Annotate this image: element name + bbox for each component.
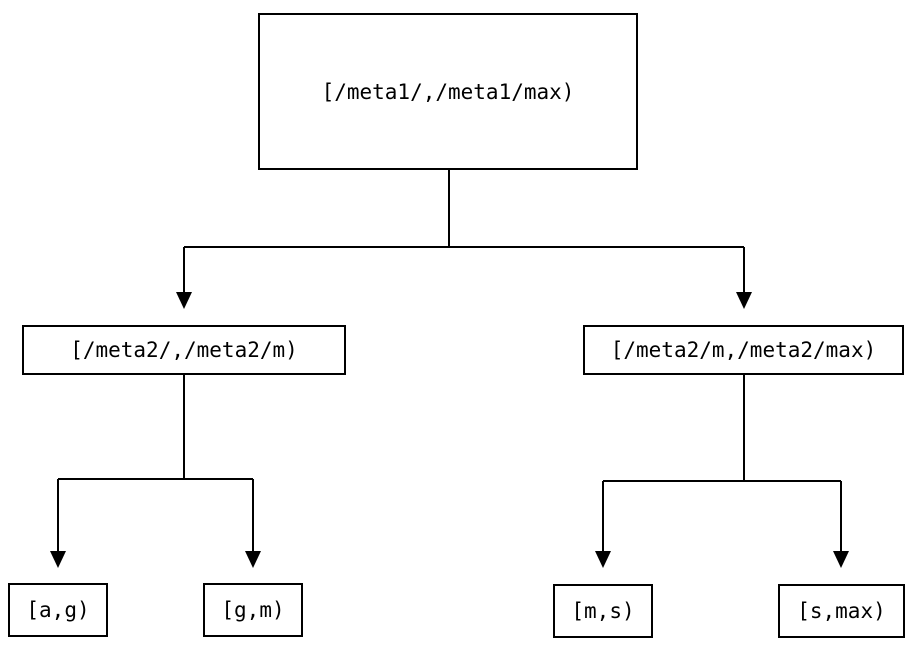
node-meta2-right-label: [/meta2/m,/meta2/max) bbox=[610, 338, 877, 362]
node-leaf-ms-label: [m,s) bbox=[571, 599, 635, 623]
node-leaf-smax-label: [s,max) bbox=[797, 599, 886, 623]
node-meta2-left-label: [/meta2/,/meta2/m) bbox=[70, 338, 298, 362]
arrowhead-leaf4 bbox=[833, 551, 849, 568]
node-leaf-ag-label: [a,g) bbox=[26, 598, 90, 622]
node-leaf-gm-label: [g,m) bbox=[221, 598, 285, 622]
node-leaf-gm: [g,m) bbox=[203, 583, 303, 637]
node-root-label: [/meta1/,/meta1/max) bbox=[321, 79, 575, 104]
arrowhead-leaf1 bbox=[50, 551, 66, 568]
arrowhead-l2b bbox=[736, 292, 752, 309]
node-root: [/meta1/,/meta1/max) bbox=[258, 13, 638, 170]
node-leaf-ms: [m,s) bbox=[553, 584, 653, 638]
node-leaf-ag: [a,g) bbox=[8, 583, 108, 637]
node-meta2-left: [/meta2/,/meta2/m) bbox=[22, 325, 346, 375]
node-leaf-smax: [s,max) bbox=[778, 584, 905, 638]
node-meta2-right: [/meta2/m,/meta2/max) bbox=[583, 325, 904, 375]
arrowhead-l2a bbox=[176, 292, 192, 309]
arrowhead-leaf2 bbox=[245, 551, 261, 568]
arrowhead-leaf3 bbox=[595, 551, 611, 568]
